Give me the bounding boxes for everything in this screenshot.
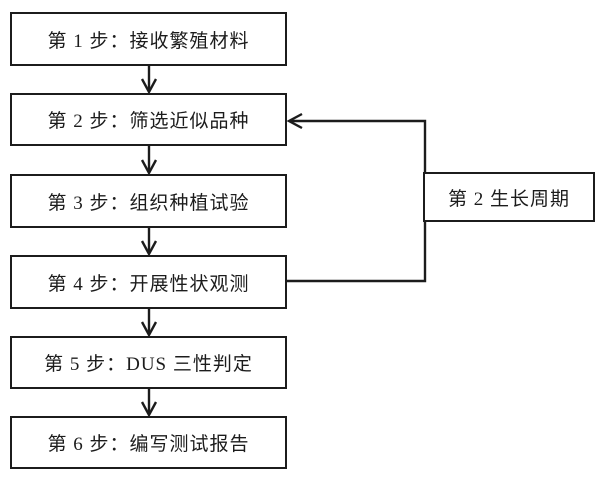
feedback-shaft [286,119,427,283]
growth-cycle-label: 第 2 生长周期 [447,188,570,210]
step-box-5: 第 5 步：DUS 三性判定 [10,336,287,389]
step-2-label: 第 2 步：筛选近似品种 [47,111,250,132]
arrow-down-head-icon [140,78,158,95]
growth-cycle-box: 第 2 生长周期 [423,172,595,222]
arrow-down-head-icon [140,321,158,338]
step-box-6: 第 6 步：编写测试报告 [10,416,287,469]
step-box-1: 第 1 步：接收繁殖材料 [10,12,287,66]
arrow-down-head-icon [140,240,158,257]
feedback-loop-step4-to-step2 [286,112,427,283]
step-3-label: 第 3 步：组织种植试验 [47,192,250,214]
arrow-down-head-icon [140,401,158,418]
arrow-step3-to-step4 [140,228,158,257]
step-box-3: 第 3 步：组织种植试验 [10,174,287,228]
arrow-down-head-icon [140,159,158,176]
step-6-label: 第 6 步：编写测试报告 [47,434,250,455]
step-box-4: 第 4 步：开展性状观测 [10,255,287,309]
step-5-label: 第 5 步：DUS 三性判定 [44,354,253,375]
arrow-step1-to-step2 [140,66,158,95]
arrow-left-head-icon [286,112,303,130]
step-4-label: 第 4 步：开展性状观测 [47,273,250,295]
step-box-2: 第 2 步：筛选近似品种 [10,93,287,146]
arrow-step4-to-step5 [140,309,158,338]
arrow-step5-to-step6 [140,389,158,418]
step-1-label: 第 1 步：接收繁殖材料 [47,30,250,52]
arrow-step2-to-step3 [140,146,158,176]
